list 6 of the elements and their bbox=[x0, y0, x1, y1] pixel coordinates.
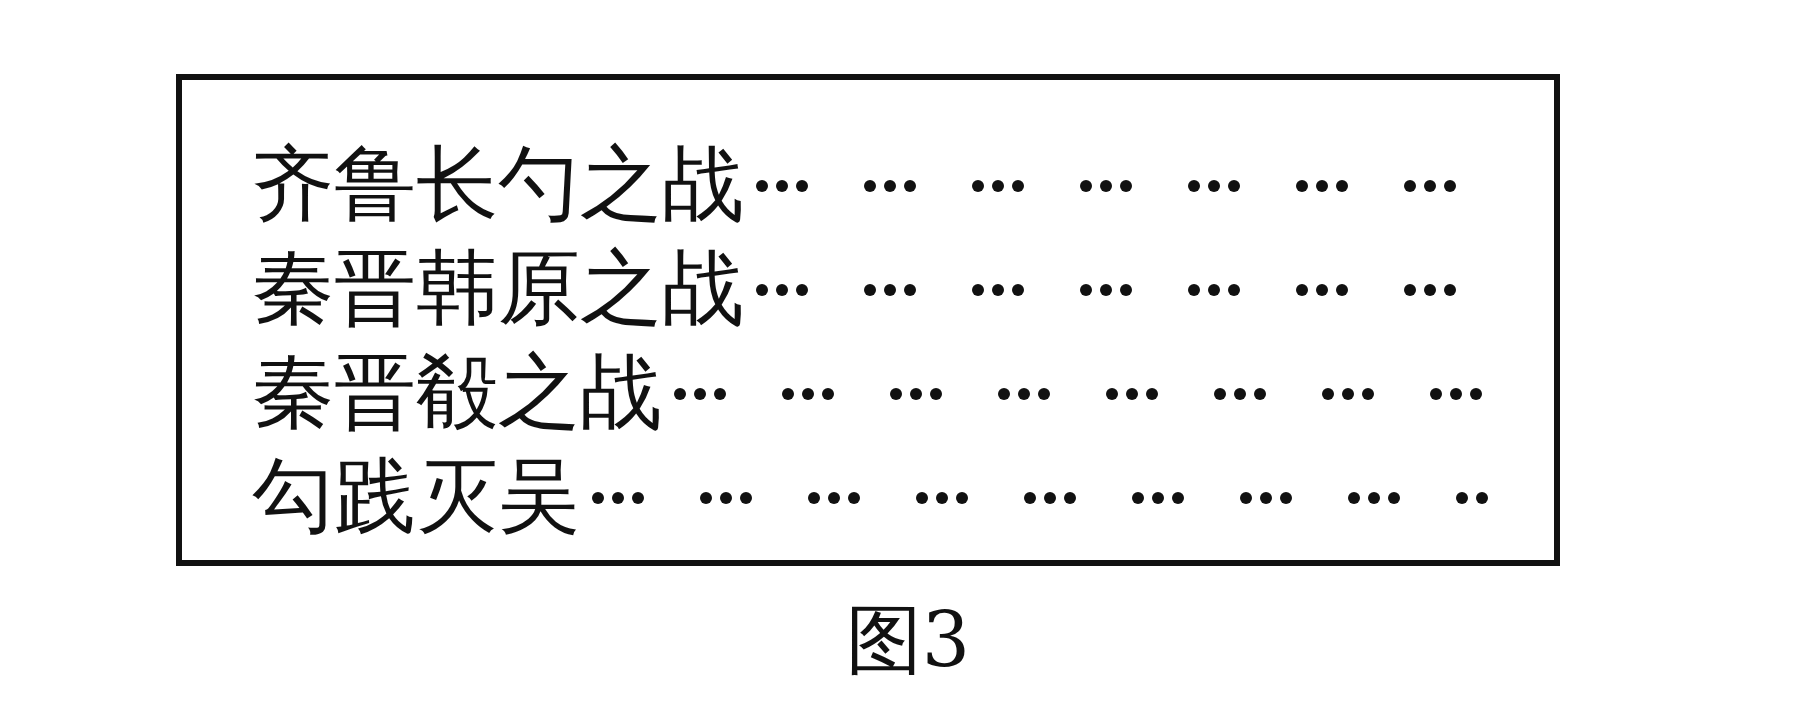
list-frame bbox=[176, 74, 1560, 566]
list-item-text: 秦晋殽之战 bbox=[252, 344, 662, 440]
list-item-text: 齐鲁长勺之战 bbox=[252, 136, 744, 232]
figure-caption: 图3 bbox=[845, 594, 971, 686]
list-item-text: 秦晋韩原之战 bbox=[252, 240, 744, 336]
list-item-text: 勾践灭吴 bbox=[252, 448, 580, 544]
